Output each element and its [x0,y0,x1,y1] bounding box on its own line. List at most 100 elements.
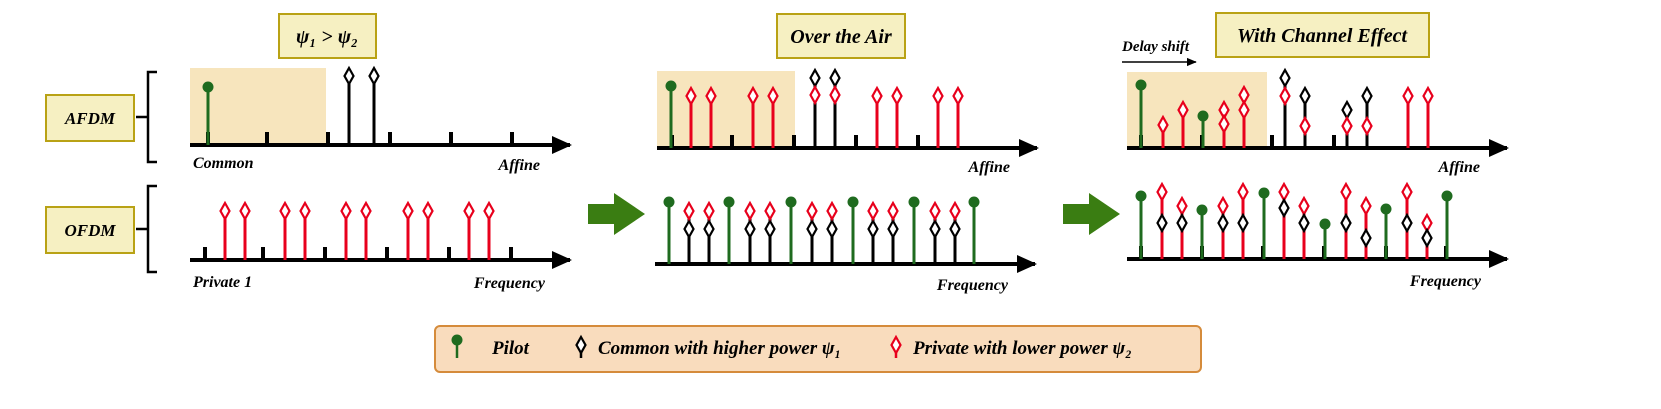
bracket-afdm [136,70,157,164]
private-diamond-126 [1238,99,1250,121]
private-diamond-33 [422,200,434,222]
common-diamond-104 [929,218,941,240]
bracket-ofdm [136,184,157,274]
axis-label-frequency-2: Frequency [936,277,1009,294]
private-diamond-27 [340,200,352,222]
pilot-dot-76 [908,196,920,208]
common-diamond-54 [809,67,821,89]
private-diamond-105 [929,200,941,222]
private-diamond-155 [1176,195,1188,217]
pilot-dot-74 [847,196,859,208]
private-diamond-108 [949,200,961,222]
private-diamond-25 [299,200,311,222]
private-diamond-142 [1422,85,1434,107]
axis-label-affine-1: Affine [498,157,540,174]
title-box-channel-effect: With Channel Effect [1215,12,1430,58]
common-diamond-9 [343,65,355,87]
private-diamond-87 [744,200,756,222]
common-diamond-89 [764,218,776,240]
private-diamond-84 [703,200,715,222]
axis-label-frequency-3: Frequency [1409,273,1482,290]
pilot-dot-158 [1196,204,1208,216]
private-diamond-29 [360,200,372,222]
private-diamond-132 [1299,115,1311,137]
axis-label-affine-2: Affine [968,159,1010,176]
pilot-dot-182 [1380,203,1392,215]
axis-label-frequency-1: Frequency [473,275,546,292]
title-over-the-air: Over the Air [790,26,892,48]
pilot-dot-78 [968,196,980,208]
transition-arrow-2 [1063,193,1120,235]
title-channel-effect: With Channel Effect [1237,25,1408,47]
axis-label-affine-3: Affine [1438,159,1480,176]
private-diamond-118 [1177,99,1189,121]
private-diamond-93 [806,200,818,222]
private-diamond-21 [239,200,251,222]
private-diamond-35 [463,200,475,222]
private-diamond-96 [826,200,838,222]
common-diamond-137 [1361,85,1373,107]
common-diamond-164 [1237,212,1249,234]
axis-label-private-1: Private 1 [192,274,252,291]
legend-pilot-icon [451,334,463,346]
legend-pilot: Pilot [491,338,530,359]
title-box-over-the-air: Over the Air [776,13,906,59]
common-diamond-11 [368,65,380,87]
private-diamond-48 [705,85,717,107]
private-diamond-116 [1157,114,1169,136]
private-diamond-81 [683,200,695,222]
pilot-dot-120 [1197,110,1209,122]
private-diamond-99 [867,200,879,222]
common-diamond-177 [1340,212,1352,234]
legend-common-icon [575,334,587,356]
common-diamond-98 [867,218,879,240]
stems-layer [202,65,1453,264]
pilot-dot-68 [663,196,675,208]
private-diamond-171 [1298,195,1310,217]
private-diamond-19 [219,200,231,222]
private-diamond-179 [1360,195,1372,217]
common-diamond-134 [1341,99,1353,121]
private-diamond-60 [871,85,883,107]
private-diamond-62 [891,85,903,107]
common-diamond-180 [1360,227,1372,249]
private-diamond-140 [1402,85,1414,107]
common-diamond-169 [1278,197,1290,219]
private-diamond-58 [829,84,841,106]
private-diamond-50 [747,85,759,107]
common-diamond-161 [1217,212,1229,234]
legend-symbols [451,334,902,358]
private-diamond-55 [809,84,821,106]
common-diamond-153 [1156,212,1168,234]
common-diamond-83 [703,218,715,240]
common-diamond-57 [829,67,841,89]
private-diamond-102 [887,200,899,222]
private-diamond-152 [1156,181,1168,203]
legend-private: Private with lower power ψ₂ [912,338,1132,359]
legend: Pilot Common with higher power ψ₁ Privat… [434,325,1202,373]
common-diamond-95 [826,218,838,240]
title-box-psi: ψ₁ > ψ₂ [278,13,377,59]
private-diamond-138 [1361,115,1373,137]
common-diamond-131 [1299,85,1311,107]
svg-text:OFDM: OFDM [64,221,116,240]
row-label-ofdm: OFDM [45,206,135,254]
common-diamond-156 [1176,212,1188,234]
private-diamond-37 [483,200,495,222]
private-diamond-129 [1279,85,1291,107]
pilot-dot-150 [1135,190,1147,202]
legend-private-icon [890,334,902,356]
private-diamond-163 [1237,181,1249,203]
delay-shift-label: Delay shift [1121,39,1190,55]
common-diamond-86 [744,218,756,240]
transition-arrow-1 [588,193,645,235]
pilot-dot-72 [785,196,797,208]
private-diamond-176 [1340,181,1352,203]
private-diamond-23 [279,200,291,222]
private-diamond-31 [402,200,414,222]
common-diamond-107 [949,218,961,240]
axis-label-common: Common [193,155,254,172]
common-diamond-185 [1401,212,1413,234]
common-diamond-80 [683,218,695,240]
